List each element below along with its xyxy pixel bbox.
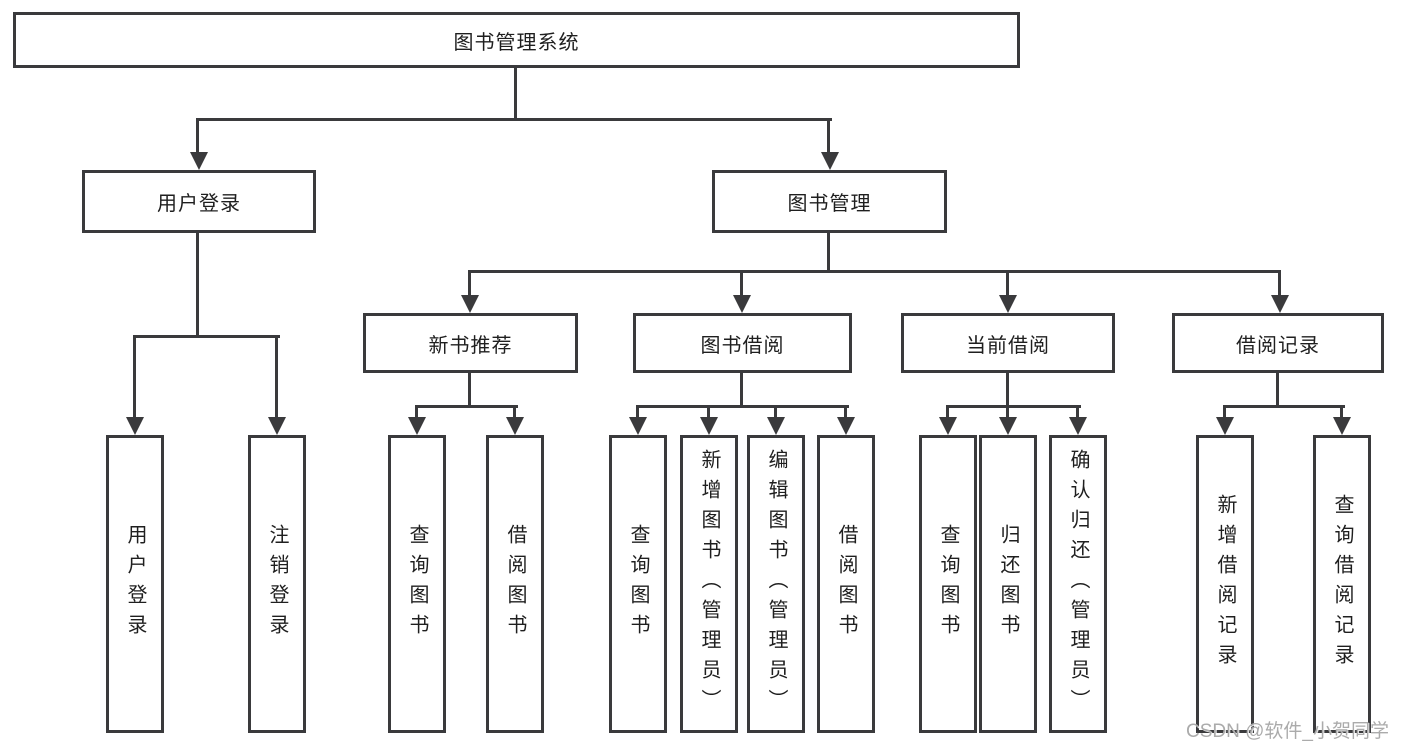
node-book-borrowing: 图书借阅	[633, 313, 852, 373]
node-book-management: 图书管理	[712, 170, 947, 233]
connector-line	[774, 405, 777, 418]
connector-line	[513, 405, 516, 418]
connector-line	[1076, 405, 1079, 418]
arrowhead-down-icon	[999, 295, 1017, 313]
watermark: CSDN @软件_小贺同学	[1186, 721, 1389, 742]
leaf-borrow-books-recommend: 借阅图书	[486, 435, 544, 733]
connector-line	[275, 335, 278, 418]
connector-line	[468, 270, 471, 297]
node-user-login-group: 用户登录	[82, 170, 316, 233]
connector-line	[946, 405, 1081, 408]
leaf-add-books-admin: 新增图书（管理员）	[680, 435, 738, 733]
leaf-confirm-return-admin: 确认归还（管理员）	[1049, 435, 1107, 733]
arrowhead-down-icon	[700, 417, 718, 435]
leaf-add-borrow-record: 新增借阅记录	[1196, 435, 1254, 733]
leaf-logout-login: 注销登录	[248, 435, 306, 733]
connector-line	[468, 373, 471, 407]
leaf-borrow-books: 借阅图书	[817, 435, 875, 733]
arrowhead-down-icon	[1271, 295, 1289, 313]
connector-line	[468, 270, 1281, 273]
leaf-user-login: 用户登录	[106, 435, 164, 733]
connector-line	[415, 405, 418, 418]
arrowhead-down-icon	[408, 417, 426, 435]
arrowhead-down-icon	[1216, 417, 1234, 435]
connector-line	[636, 405, 639, 418]
arrowhead-down-icon	[733, 295, 751, 313]
arrowhead-down-icon	[821, 152, 839, 170]
connector-line	[740, 373, 743, 407]
connector-line	[1006, 373, 1009, 407]
connector-line	[514, 68, 517, 121]
arrowhead-down-icon	[999, 417, 1017, 435]
leaf-edit-books-admin: 编辑图书（管理员）	[747, 435, 805, 733]
connector-line	[844, 405, 847, 418]
arrowhead-down-icon	[190, 152, 208, 170]
node-new-book-recommend: 新书推荐	[363, 313, 578, 373]
connector-line	[1223, 405, 1345, 408]
arrowhead-down-icon	[1333, 417, 1351, 435]
leaf-return-books: 归还图书	[979, 435, 1037, 733]
connector-line	[946, 405, 949, 418]
connector-line	[1276, 373, 1279, 407]
arrowhead-down-icon	[939, 417, 957, 435]
arrowhead-down-icon	[126, 417, 144, 435]
connector-line	[707, 405, 710, 418]
arrowhead-down-icon	[1069, 417, 1087, 435]
connector-line	[827, 233, 830, 272]
connector-line	[196, 233, 199, 337]
leaf-query-books-current: 查询图书	[919, 435, 977, 733]
connector-line	[196, 118, 832, 121]
connector-line	[1278, 270, 1281, 297]
connector-line	[636, 405, 849, 408]
connector-line	[740, 270, 743, 297]
arrowhead-down-icon	[837, 417, 855, 435]
connector-line	[415, 405, 518, 408]
arrowhead-down-icon	[767, 417, 785, 435]
connector-line	[1340, 405, 1343, 418]
leaf-query-books-recommend: 查询图书	[388, 435, 446, 733]
node-root: 图书管理系统	[13, 12, 1020, 68]
leaf-query-books-borrow: 查询图书	[609, 435, 667, 733]
leaf-query-borrow-record: 查询借阅记录	[1313, 435, 1371, 733]
node-current-borrowing: 当前借阅	[901, 313, 1115, 373]
connector-line	[196, 118, 199, 155]
connector-line	[1223, 405, 1226, 418]
connector-line	[1006, 270, 1009, 297]
connector-line	[1006, 405, 1009, 418]
connector-line	[133, 335, 280, 338]
arrowhead-down-icon	[461, 295, 479, 313]
connector-line	[133, 335, 136, 418]
arrowhead-down-icon	[629, 417, 647, 435]
node-borrowing-records: 借阅记录	[1172, 313, 1384, 373]
arrowhead-down-icon	[506, 417, 524, 435]
connector-line	[827, 118, 830, 155]
arrowhead-down-icon	[268, 417, 286, 435]
